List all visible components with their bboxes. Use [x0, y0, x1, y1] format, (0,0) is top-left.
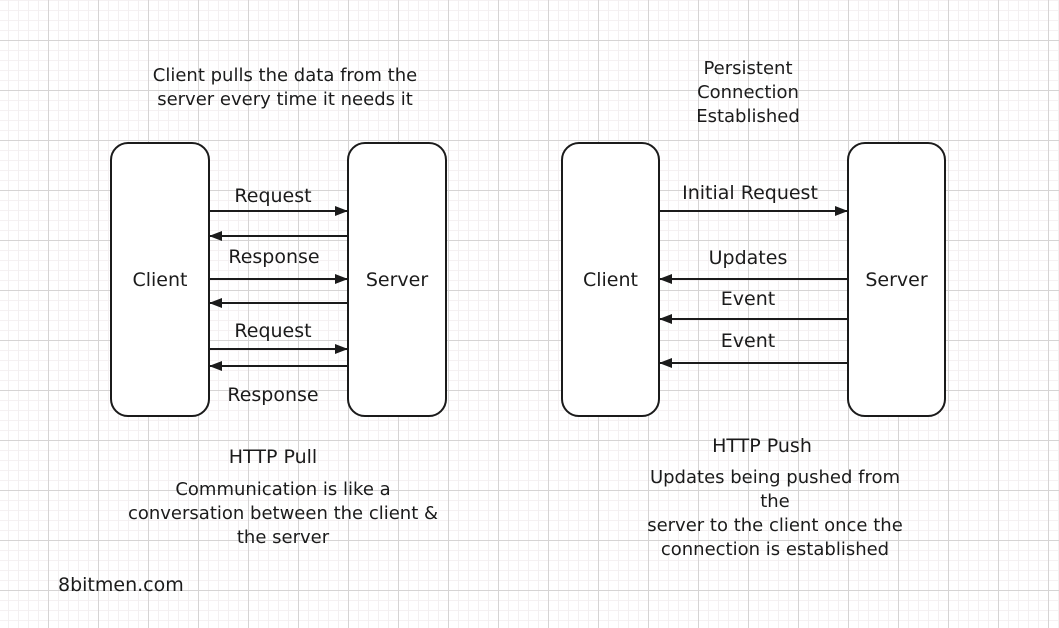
pull-caption-title: HTTP Pull — [228, 446, 318, 468]
pull-message-label: Request — [234, 320, 312, 342]
updates-arrow — [660, 278, 847, 280]
request-arrow — [210, 278, 347, 280]
event-arrow — [660, 318, 847, 320]
push-message-label: Event — [720, 330, 776, 352]
site-watermark: 8bitmen.com — [58, 574, 184, 596]
pull-message-label: Response — [228, 246, 320, 268]
pull-caption-body: Communication is like a conversation bet… — [127, 479, 439, 548]
pull-client-box: Client — [110, 142, 210, 417]
initial-request-arrow — [660, 210, 847, 212]
event-arrow — [660, 362, 847, 364]
push-client-label: Client — [582, 268, 638, 291]
response-arrow — [210, 235, 347, 237]
pull-server-label: Server — [365, 268, 429, 291]
pull-message-label: Response — [227, 384, 319, 406]
request-arrow — [210, 210, 347, 212]
push-server-box: Server — [847, 142, 946, 417]
push-caption-title: HTTP Push — [712, 435, 812, 457]
push-message-label: Event — [720, 288, 776, 310]
push-message-label: Initial Request — [682, 182, 818, 204]
pull-message-label: Request — [234, 185, 312, 207]
push-message-label: Updates — [708, 247, 788, 269]
pull-title: Client pulls the data from the server ev… — [152, 65, 418, 110]
response-arrow — [210, 365, 347, 367]
push-server-label: Server — [865, 268, 928, 291]
pull-server-box: Server — [347, 142, 447, 417]
push-client-box: Client — [561, 142, 660, 417]
pull-client-label: Client — [132, 268, 188, 291]
response-arrow — [210, 302, 347, 304]
request-arrow — [210, 348, 347, 350]
push-caption-body: Updates being pushed from the server to … — [647, 467, 903, 560]
push-title: Persistent Connection Established — [696, 58, 800, 127]
